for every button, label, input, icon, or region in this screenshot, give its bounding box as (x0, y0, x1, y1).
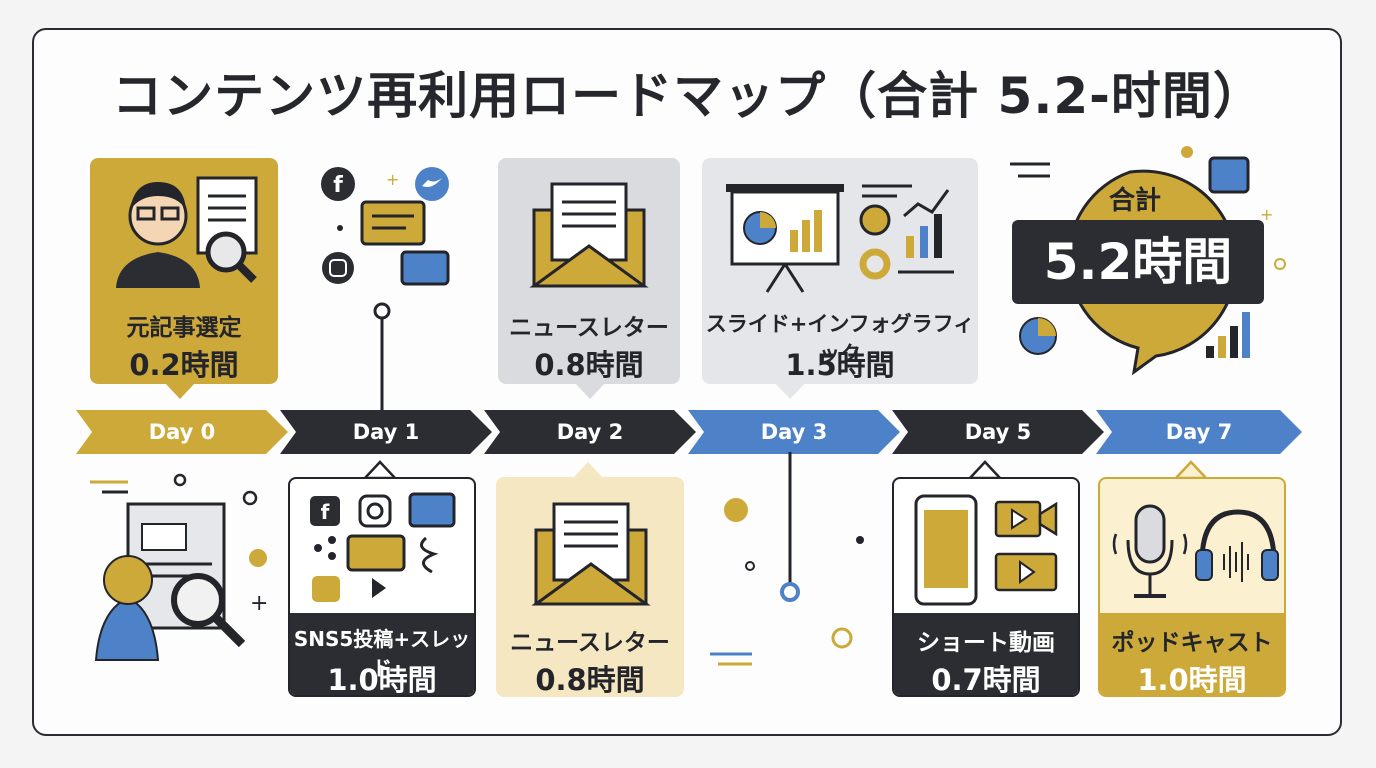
timeline-day-1: Day 1 (280, 410, 492, 454)
card-label: SNS5投稿+スレッド (293, 627, 471, 680)
envelope-icon (529, 182, 649, 288)
person-reading-icon (116, 176, 258, 288)
svg-text:+: + (386, 170, 399, 189)
pointer-down-icon (575, 383, 605, 399)
card-podcast: ポッドキャスト 1.0時間 (1098, 477, 1286, 697)
timeline-day-0: Day 0 (76, 410, 288, 454)
presentation-board-icon (726, 184, 954, 293)
card-time: 1.5時間 (785, 348, 895, 382)
card-time: 0.8時間 (534, 348, 644, 382)
pointer-down-icon (775, 383, 805, 399)
card-label: ニュースレター (510, 630, 670, 656)
page-title: コンテンツ再利用ロードマップ（合計 5.2-时間） (112, 67, 1264, 125)
envelope-icon (531, 502, 651, 606)
card-time: 0.7時間 (931, 663, 1041, 697)
pointer-down-icon (165, 383, 195, 399)
svg-text:+: + (1260, 205, 1273, 224)
card-time: 0.2時間 (129, 348, 239, 382)
pointer-up-icon (573, 462, 603, 478)
card-label: ニュースレター (509, 315, 669, 341)
social-icons-cluster: f + (321, 167, 450, 286)
social-media-icons: f (310, 492, 456, 602)
svg-text:+: + (250, 591, 268, 616)
connector-line (373, 302, 391, 412)
total-value: 5.2時間 (1012, 220, 1264, 304)
svg-text:f: f (321, 500, 330, 524)
svg-text:f: f (333, 173, 343, 198)
connector-line (710, 452, 864, 666)
timeline-day-7: Day 7 (1096, 410, 1302, 454)
total-label: 合計 (1108, 186, 1161, 216)
microphone-headphones-icon (1112, 504, 1279, 598)
card-label: ポッドキャスト (1111, 630, 1273, 656)
timeline-day-5: Day 5 (892, 410, 1104, 454)
phone-video-icon (914, 494, 1058, 606)
card-time: 1.0時間 (327, 663, 437, 697)
card-label: ショート動画 (917, 630, 1055, 656)
card-time: 0.8時間 (535, 663, 645, 697)
card-label: 元記事選定 (126, 315, 242, 341)
document-search-icon: + (90, 473, 268, 661)
card-label: スライド+インフォグラフィック (705, 312, 975, 366)
card-time: 1.0時間 (1137, 663, 1247, 697)
timeline-day-2: Day 2 (484, 410, 696, 454)
timeline-day-3: Day 3 (688, 410, 900, 454)
